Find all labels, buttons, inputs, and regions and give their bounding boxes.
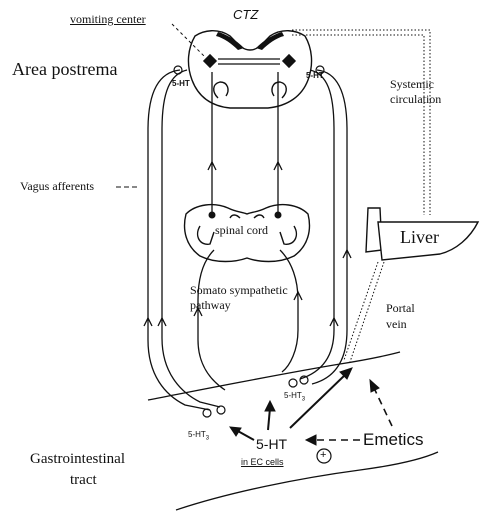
somato-sympathetic-label-line1: Somato sympathetic (190, 284, 288, 296)
vomiting-center-marker-right (282, 54, 296, 68)
serotonin-label: 5-HT (256, 437, 287, 451)
descending-pathways (208, 72, 282, 215)
ht3-label-left: 5-HT3 (188, 431, 209, 442)
synapse-right (275, 212, 282, 219)
vagus-afferents-label: Vagus afferents (20, 180, 94, 192)
ctz-region-right (256, 32, 284, 50)
portal-vein-label-line2: vein (386, 318, 407, 330)
ht3-right-subscript: 3 (302, 397, 305, 403)
ht3-left-text: 5-HT (188, 430, 206, 439)
ec-cells-label: in EC cells (241, 458, 284, 467)
systemic-circulation-path (292, 30, 430, 215)
gastrointestinal-label-line2: tract (70, 473, 97, 488)
portal-vein-path (344, 262, 384, 362)
portal-vein-label-line1: Portal (386, 302, 415, 314)
brainstem-section (188, 31, 311, 108)
gastrointestinal-label-line1: Gastrointestinal (30, 452, 125, 467)
emetics-label: Emetics (363, 431, 423, 448)
ht-label-right: 5-HT (306, 72, 324, 80)
plus-label: + (320, 450, 326, 461)
ht3-left-subscript: 3 (206, 436, 209, 442)
vagus-afferent-fibres (148, 70, 347, 410)
ht-label-left: 5-HT (172, 80, 190, 88)
systemic-circulation-label-line1: Systemic (390, 78, 434, 90)
serotonin-release-arrows (230, 368, 352, 440)
synapse-left (209, 212, 216, 219)
vomiting-center-marker-left (203, 54, 217, 68)
center-connection (218, 59, 280, 64)
ctz-label: CTZ (233, 8, 258, 21)
vomiting-center-pointer (172, 24, 204, 56)
liver-label: Liver (400, 228, 439, 246)
area-postrema-label: Area postrema (12, 60, 117, 78)
systemic-circulation-label-line2: circulation (390, 93, 441, 105)
ht3-label-right: 5-HT3 (284, 392, 305, 403)
ht3-right-text: 5-HT (284, 391, 302, 400)
ctz-region-left (216, 32, 244, 50)
spinal-cord-label: spinal cord (215, 224, 268, 236)
somato-sympathetic-fibres (194, 250, 302, 390)
vomiting-center-label: vomiting center (70, 13, 146, 25)
somato-sympathetic-label-line2: pathway (190, 299, 231, 311)
